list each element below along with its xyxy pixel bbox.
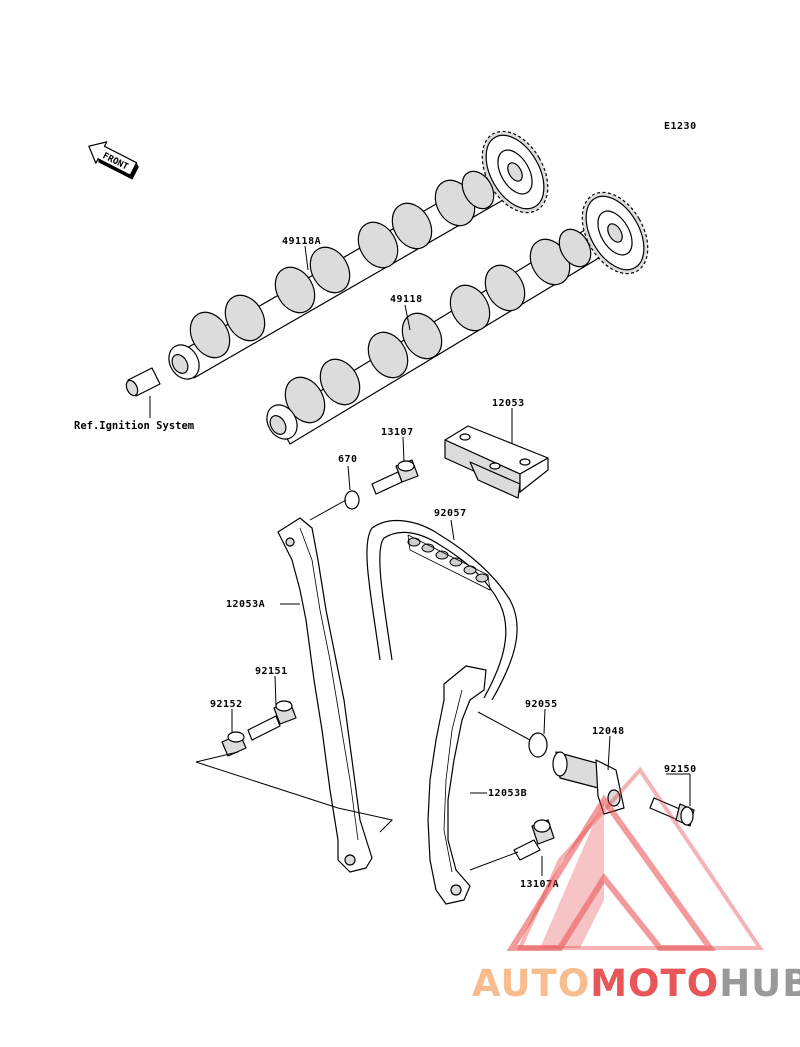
leader-lines — [149, 245, 691, 876]
front-arrow-icon: FRONT — [88, 141, 139, 180]
chain-guide-12053b — [427, 665, 487, 905]
camshaft-49118 — [266, 191, 649, 445]
part-label-12053b: 12053B — [488, 788, 527, 799]
chain-tensioner-12048 — [552, 751, 625, 815]
bolt-13107a — [513, 819, 555, 861]
watermark-text-auto: AUTOMOTOHUB — [472, 962, 800, 1005]
bolt-92151 — [247, 700, 297, 741]
part-label-12053a: 12053A — [226, 599, 265, 610]
collar-92152 — [221, 731, 247, 757]
part-label-12053: 12053 — [492, 398, 525, 409]
part-label-92151: 92151 — [255, 666, 288, 677]
part-label-12048: 12048 — [592, 726, 625, 737]
bolt-13107 — [371, 459, 419, 495]
bolt-92150 — [649, 797, 695, 827]
camshaft-49118a — [168, 130, 549, 380]
part-label-92150: 92150 — [664, 764, 697, 775]
part-label-13107: 13107 — [381, 427, 414, 438]
part-label-49118: 49118 — [390, 294, 423, 305]
part-label-92152: 92152 — [210, 699, 243, 710]
o-ring-92055 — [528, 732, 548, 758]
o-ring-670 — [344, 490, 360, 510]
part-label-49118a: 49118A — [282, 236, 321, 247]
cam-chain-92057 — [366, 520, 518, 701]
part-label-92055: 92055 — [525, 699, 558, 710]
part-label-13107a: 13107A — [520, 879, 559, 890]
dowel-pin — [125, 367, 161, 397]
chain-guide-12053a — [277, 517, 373, 873]
automotohub-watermark: AUTOMOTOHUB — [472, 766, 800, 1005]
part-label-670: 670 — [338, 454, 358, 465]
part-label-92057: 92057 — [434, 508, 467, 519]
reference-note: Ref.Ignition System — [74, 420, 194, 432]
chain-guide-12053 — [444, 425, 549, 499]
diagram-code: E1230 — [664, 121, 697, 132]
